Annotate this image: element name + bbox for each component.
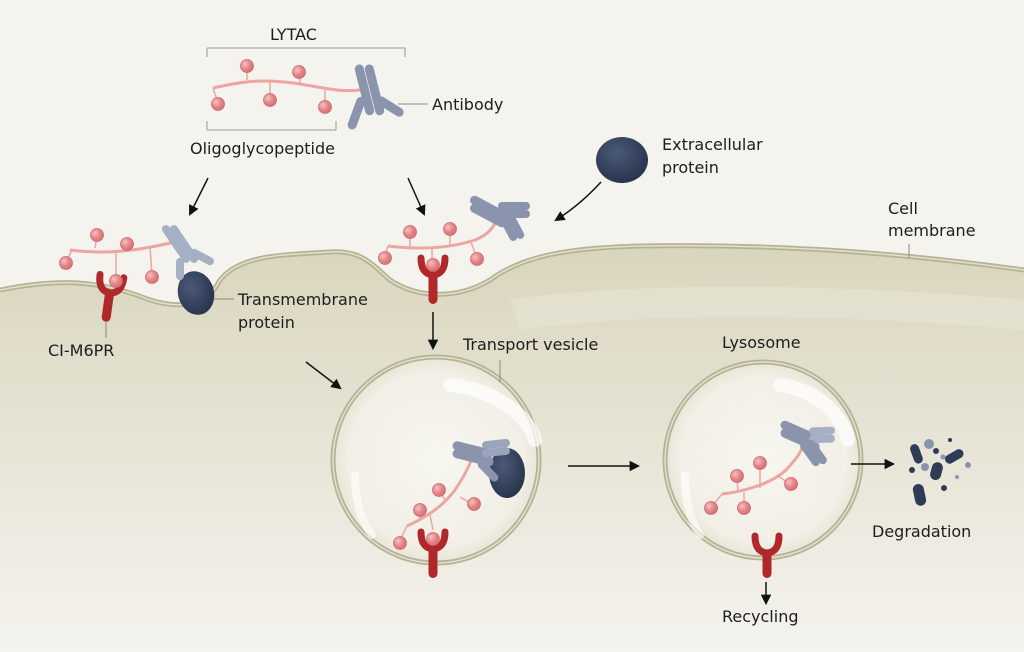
degradation-label: Degradation: [872, 522, 971, 541]
antibody-icon: [161, 225, 214, 280]
antibody-icon: [452, 438, 510, 482]
glycan-icon: [263, 93, 277, 107]
antibody-icon: [470, 195, 530, 241]
transport-vesicle-label: Transport vesicle: [462, 335, 598, 354]
extracellular-protein-label-1: Extracellular: [662, 135, 763, 154]
transport-vesicle: [330, 354, 542, 578]
glycan-icon: [318, 100, 332, 114]
glycan-icon: [240, 59, 254, 73]
antibody-icon: [780, 420, 835, 467]
degradation-fragments-icon: [909, 438, 971, 506]
transmembrane-protein-icon: [177, 271, 215, 315]
recycling-label: Recycling: [722, 607, 799, 626]
cell-membrane-label-1: Cell: [888, 199, 918, 218]
ci-m6pr-receptor-icon: [751, 532, 783, 578]
transmembrane-protein-label-1: Transmembrane: [237, 290, 368, 309]
transmembrane-protein-label-2: protein: [238, 313, 295, 332]
lytac-transmembrane-complex: [59, 225, 234, 338]
glycan-icon: [292, 65, 306, 79]
oligoglycopeptide-label: Oligoglycopeptide: [190, 139, 335, 158]
ci-m6pr-receptor-icon: [96, 270, 128, 322]
arrow: [189, 177, 209, 216]
oligoglycopeptide-chain: [212, 79, 361, 93]
ci-m6pr-receptor-icon: [417, 254, 449, 304]
ci-m6pr-receptor-icon: [417, 528, 449, 578]
extracellular-protein-label-2: protein: [662, 158, 719, 177]
cell-membrane-label-2: membrane: [888, 221, 976, 240]
lytac-label: LYTAC: [270, 25, 317, 44]
arrow: [407, 177, 426, 216]
protein-icon: [489, 448, 525, 498]
lytac-receptor-complex: [378, 195, 530, 304]
glycan-icon: [211, 97, 225, 111]
arrow: [305, 361, 342, 390]
lysosome-label: Lysosome: [722, 333, 801, 352]
ci-m6pr-label: CI-M6PR: [48, 341, 114, 360]
lysosome: [662, 359, 864, 578]
extracellular-protein-icon: [596, 137, 648, 183]
lytac-molecule: [206, 47, 428, 131]
arrow: [554, 181, 602, 222]
antibody-label: Antibody: [432, 95, 503, 114]
antibody-icon: [347, 64, 404, 130]
